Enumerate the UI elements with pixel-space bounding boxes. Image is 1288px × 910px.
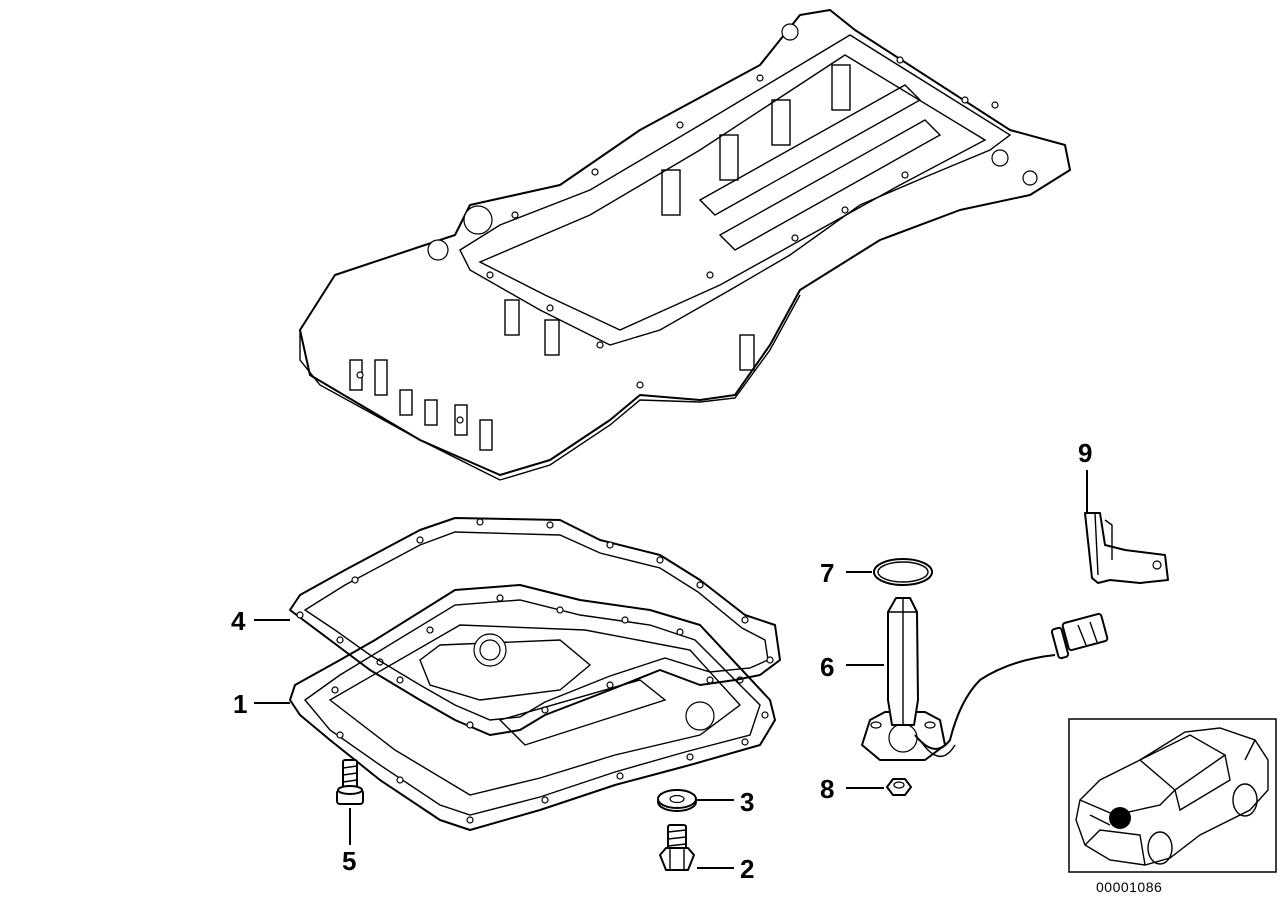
upper-oil-pan-housing xyxy=(299,9,1071,481)
car-outline-icon xyxy=(1075,727,1269,866)
lower-oil-pan xyxy=(289,584,776,831)
callout-2: 2 xyxy=(740,854,754,884)
bracket-part-9 xyxy=(1084,512,1169,584)
oil-level-sensor-part-6 xyxy=(861,597,1109,761)
oil-pan-gasket xyxy=(289,517,781,736)
vehicle-locator-inset xyxy=(1068,718,1277,873)
document-number: 00001086 xyxy=(1096,879,1162,895)
callout-4: 4 xyxy=(231,606,246,636)
drain-plug-part-2 xyxy=(659,824,695,871)
callout-3: 3 xyxy=(740,787,754,817)
callout-8: 8 xyxy=(820,774,834,804)
nut-part-8 xyxy=(886,778,912,796)
callout-1: 1 xyxy=(233,689,247,719)
leader-lines xyxy=(254,470,1088,869)
bolt-part-5 xyxy=(336,759,364,805)
location-marker-dot xyxy=(1109,807,1131,829)
callout-6: 6 xyxy=(820,652,834,682)
o-ring-part-7 xyxy=(873,558,933,586)
callout-9: 9 xyxy=(1078,438,1092,468)
callout-5: 5 xyxy=(342,846,356,876)
callout-7: 7 xyxy=(820,558,834,588)
washer-part-3 xyxy=(657,789,697,812)
